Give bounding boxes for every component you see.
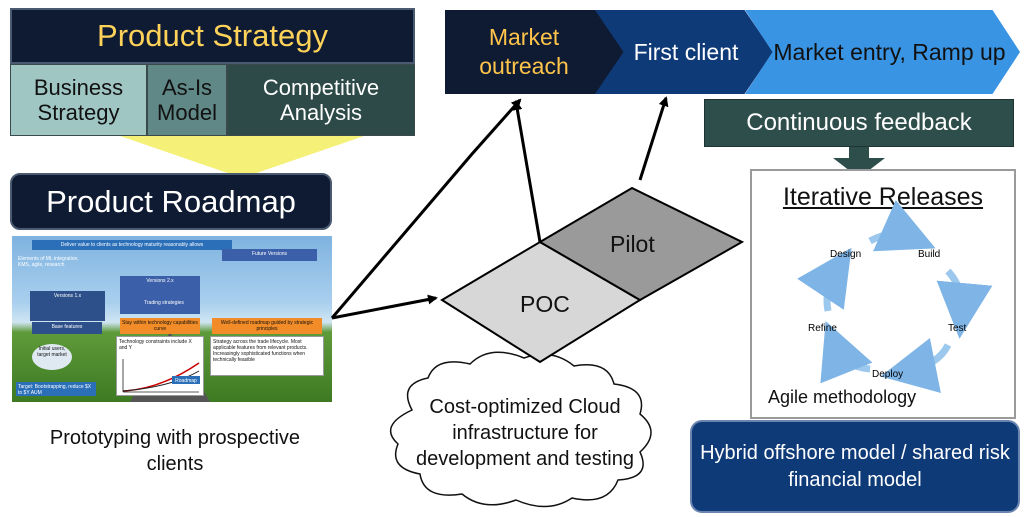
cycle-refine: Refine bbox=[808, 323, 837, 334]
roadmap-v1: Versions 1.x bbox=[30, 291, 105, 321]
pilot-label: Pilot bbox=[610, 231, 655, 257]
competitive-analysis-box: Competitive Analysis bbox=[227, 64, 415, 136]
roadmap-constraints-panel: Technology constraints include X and Y bbox=[116, 336, 204, 396]
arrow-poc-outreach bbox=[512, 100, 542, 243]
arrow-pilot-first-client bbox=[638, 96, 669, 181]
roadmap-trading: Trading strategies bbox=[144, 300, 184, 306]
roadmap-target: Target: Bootstrapping, reduce $X to $Y A… bbox=[16, 382, 96, 396]
down-arrow-triangle bbox=[120, 136, 364, 178]
release-cycle-diagram: Design Build Test Deploy Refine bbox=[797, 200, 993, 393]
roadmap-constraints: Technology constraints include X and Y bbox=[119, 339, 192, 351]
roadmap-tag: Roadmap bbox=[172, 376, 200, 384]
cycle-test: Test bbox=[948, 323, 967, 334]
chevron-first-client: First client bbox=[595, 10, 773, 94]
roadmap-elements: Elements of ML integration, KMS, agile, … bbox=[18, 256, 79, 268]
market-entry-label: Market entry, Ramp up bbox=[773, 38, 1006, 65]
roadmap-image: Deliver value to clients as technology m… bbox=[12, 236, 332, 402]
cycle-design: Design bbox=[830, 249, 861, 260]
cycle-arrow-build-test bbox=[936, 268, 993, 339]
roadmap-v2: Versions 2.x bbox=[120, 276, 200, 314]
cycle-arrow-refine-design bbox=[797, 247, 852, 312]
cycle-arrow-test-deploy bbox=[880, 338, 952, 393]
business-strategy-box: Business Strategy bbox=[10, 64, 147, 136]
continuous-feedback-box: Continuous feedback bbox=[704, 99, 1014, 147]
as-is-model-box: As-Is Model bbox=[147, 64, 227, 136]
cycle-arrow-design-build bbox=[868, 200, 936, 252]
cloud-infrastructure-text: Cost-optimized Cloud infrastructure for … bbox=[416, 396, 634, 470]
first-client-label: First client bbox=[633, 38, 739, 65]
cycle-build: Build bbox=[918, 249, 940, 260]
arrow-roadmap-poc bbox=[331, 294, 438, 320]
roadmap-curve-chart bbox=[122, 359, 200, 393]
roadmap-initial: Initial users, target market bbox=[32, 344, 72, 370]
agile-methodology-label: Agile methodology bbox=[768, 387, 917, 407]
product-strategy-title: Product Strategy bbox=[10, 8, 415, 64]
product-roadmap-title: Product Roadmap bbox=[10, 173, 332, 230]
pilot-diamond bbox=[538, 186, 745, 302]
chevron-market-outreach: Market outreach bbox=[445, 10, 625, 94]
roadmap-banner: Deliver value to clients as technology m… bbox=[32, 240, 232, 250]
market-outreach-label: Market outreach bbox=[479, 24, 569, 79]
iterative-releases-box: Iterative Releases Design Build Test Dep… bbox=[750, 169, 1016, 419]
prototyping-text: Prototyping with prospective clients bbox=[49, 427, 301, 475]
roadmap-stay-within: Stay within technology capabilities curv… bbox=[120, 318, 200, 334]
cycle-deploy: Deploy bbox=[872, 369, 903, 380]
roadmap-future: Future Versions bbox=[222, 249, 317, 261]
feedback-arrow-stem bbox=[849, 147, 869, 159]
chevron-market-entry: Market entry, Ramp up bbox=[745, 10, 1020, 94]
hybrid-offshore-box: Hybrid offshore model / shared risk fina… bbox=[690, 420, 1020, 513]
roadmap-well-defined: Well-defined roadmap guided by strategic… bbox=[212, 318, 322, 334]
roadmap-base: Base features bbox=[32, 322, 102, 334]
poc-diamond bbox=[440, 240, 642, 364]
roadmap-bullets: Strategy across the trade lifecycle. Mos… bbox=[210, 336, 324, 376]
cycle-arrow-deploy-refine bbox=[820, 321, 873, 384]
poc-label: POC bbox=[520, 291, 570, 317]
